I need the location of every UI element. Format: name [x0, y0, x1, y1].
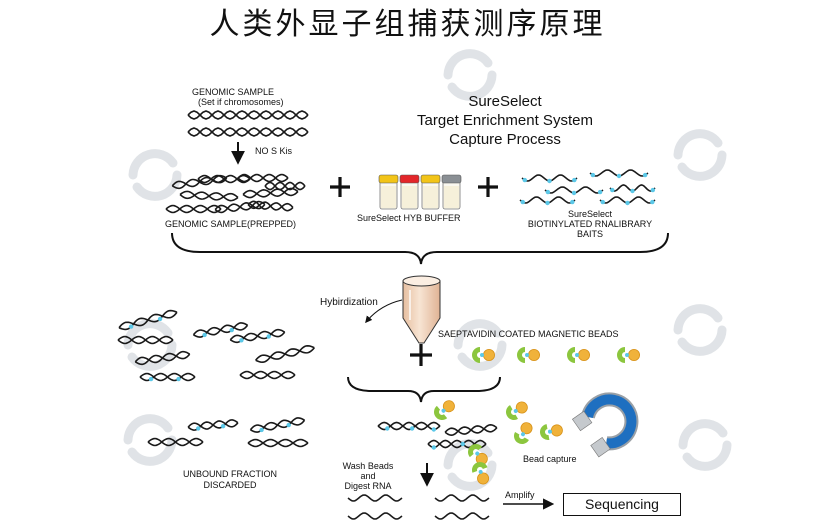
magnetic-bead-icon — [540, 424, 563, 440]
biotinylated-bait — [521, 174, 578, 184]
captured-dna-fragment — [444, 424, 498, 436]
biotinylated-bait — [609, 184, 656, 194]
watermark-logo — [673, 304, 727, 356]
system-title-line-2: Target Enrichment System — [417, 112, 593, 129]
unbound-dna-fragment — [117, 335, 174, 345]
unbound-dna-fragment — [249, 417, 306, 433]
unbound-dna-fragment — [147, 437, 204, 447]
label-hybridization: Hybirdization — [320, 297, 378, 308]
label-baits: SureSelect BIOTINYLATED RNALIBRARY BAITS — [505, 209, 675, 239]
label-genomic-prepped: GENOMIC SAMPLE(PREPPED) — [165, 219, 297, 229]
unbound-dna-fragment — [118, 309, 178, 331]
biotinylated-bait — [599, 196, 656, 206]
page-title: 人类外显子组捕获测序原理 — [209, 7, 606, 42]
captured-dna-fragment — [377, 421, 441, 432]
biotinylated-bait — [544, 186, 604, 196]
label-unbound-line-2: DISCARDED — [203, 480, 257, 490]
prepped-dna-fragment — [179, 190, 239, 202]
vial-icon — [399, 174, 420, 210]
label-hyb-buffer: SureSelect HYB BUFFER — [357, 213, 461, 223]
label-amplify: Amplify — [505, 490, 535, 500]
label-beads: SAEPTAVIDIN COATED MAGNETIC BEADS — [438, 329, 619, 339]
system-title: SureSelect Target Enrichment System Capt… — [400, 92, 610, 149]
genomic-dna-strand — [187, 127, 309, 137]
magnet-icon — [571, 392, 639, 458]
vial-icon — [441, 174, 462, 210]
label-baits-line-3: BAITS — [576, 229, 603, 239]
magnetic-bead-icon — [517, 347, 540, 363]
label-genomic-sample-note: (Set if chromosomes) — [198, 97, 284, 107]
unbound-dna-fragment — [229, 328, 286, 344]
bead-capture-complexes — [434, 400, 563, 485]
label-unbound-line-1: UNBOUND FRACTION — [183, 469, 277, 479]
vial-icon — [420, 174, 441, 210]
watermark-logos — [123, 49, 732, 491]
label-genomic-sample: GENOMIC SAMPLE — [192, 87, 275, 97]
label-wash-line-3: Digest RNA — [344, 481, 392, 491]
plus-icon — [410, 344, 432, 366]
magnetic-bead-icon — [514, 422, 533, 444]
magnetic-bead-icon — [434, 400, 455, 420]
unbound-dna-fragment — [192, 322, 249, 338]
system-title-line-1: SureSelect — [468, 93, 542, 110]
unbound-dna-fragment — [247, 438, 309, 448]
vial-icon — [378, 174, 399, 210]
prepped-dna-fragment — [264, 181, 306, 191]
system-title-line-3: Capture Process — [449, 131, 561, 148]
magnetic-bead-icon — [472, 347, 495, 363]
label-bead-capture: Bead capture — [523, 454, 577, 464]
biotinylated-bait — [519, 196, 576, 206]
plus-icon — [478, 177, 498, 197]
prepped-dna-fragment — [237, 173, 289, 183]
watermark-logo — [128, 149, 182, 201]
magnetic-beads-row — [472, 347, 640, 363]
merge-brace-bottom — [347, 376, 501, 403]
genomic-dna-strand — [187, 110, 309, 120]
prepped-dna-fragment — [165, 204, 222, 214]
enriched-dna-strand — [347, 512, 403, 520]
enriched-dna-strand — [434, 494, 490, 502]
dna-strands — [117, 110, 656, 520]
plus-icon — [330, 177, 350, 197]
label-wash-line-2: and — [360, 471, 376, 481]
enriched-dna-strand — [347, 494, 403, 502]
label-wash-line-1: Wash Beads — [342, 461, 394, 471]
label-unbound: UNBOUND FRACTION DISCARDED — [175, 469, 285, 491]
hybridization-tube-icon — [402, 275, 441, 344]
magnetic-bead-icon — [506, 401, 528, 420]
unbound-dna-fragment — [134, 350, 191, 366]
label-sequencing: Sequencing — [585, 496, 659, 512]
watermark-logo — [673, 129, 727, 181]
label-baits-line-1: SureSelect — [567, 209, 613, 219]
magnetic-bead-icon — [617, 347, 640, 363]
watermark-logo — [123, 414, 177, 466]
unbound-dna-fragment — [139, 372, 196, 382]
hyb-buffer-vials — [378, 174, 462, 210]
watermark-logo — [453, 319, 507, 371]
unbound-dna-fragment — [187, 419, 239, 431]
watermark-logo — [678, 419, 732, 471]
watermark-logo — [443, 49, 497, 101]
diagram-shapes — [171, 142, 669, 510]
sequencing-box: Sequencing — [563, 493, 681, 516]
enriched-dna-strand — [434, 512, 490, 520]
magnetic-bead-icon — [472, 462, 490, 485]
label-baits-line-2: BIOTINYLATED RNALIBRARY — [527, 219, 653, 229]
unbound-dna-fragment — [239, 370, 296, 380]
magnetic-bead-icon — [567, 347, 590, 363]
label-wash: Wash Beads and Digest RNA — [333, 461, 403, 491]
merge-brace-top — [171, 232, 669, 265]
arrow-hybridization — [365, 299, 403, 324]
label-no-s-kis: NO S Kis — [255, 146, 293, 156]
biotinylated-bait — [589, 169, 649, 179]
prepped-dna-fragment — [247, 200, 294, 212]
unbound-dna-fragment — [255, 344, 315, 364]
